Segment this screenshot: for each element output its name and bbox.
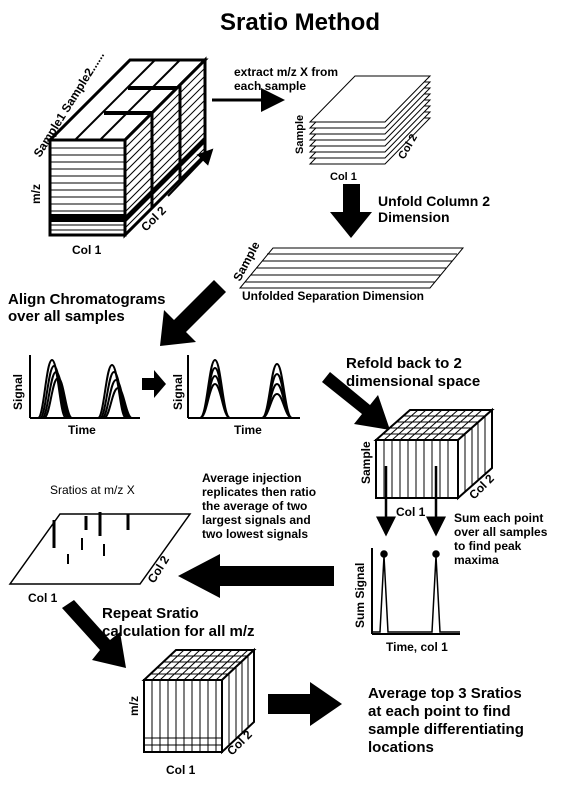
main-data-cube	[46, 56, 209, 239]
repeat-text-2: calculation for all m/z	[102, 623, 255, 640]
unfold-text-2: Dimension	[378, 209, 450, 225]
align-text-2: over all samples	[8, 308, 125, 325]
final-arrow	[268, 682, 342, 726]
sum-text-1: Sum each point	[454, 511, 543, 525]
final-text-2: at each point to find	[368, 703, 511, 720]
final-text-4: locations	[368, 739, 434, 756]
title: Sratio Method	[220, 9, 380, 36]
sum-text-2: over all samples	[454, 525, 548, 539]
sratio-arrow	[178, 554, 334, 598]
average-text-3: the average of two	[202, 499, 307, 513]
final-col1-label: Col 1	[166, 763, 196, 777]
align-text-1: Align Chromatograms	[8, 291, 166, 308]
extract-text-2: each sample	[234, 79, 306, 93]
unfold-arrow	[330, 184, 372, 238]
final-mz-label: m/z	[127, 696, 141, 716]
stack-sample-label: Sample	[294, 115, 306, 154]
refold-sample-label: Sample	[359, 441, 373, 484]
average-text-1: Average injection	[202, 471, 302, 485]
sum-xlabel: Time, col 1	[386, 640, 448, 654]
repeat-arrow	[62, 600, 126, 668]
repeat-text-1: Repeat Sratio	[102, 605, 199, 622]
refolded-cube	[373, 407, 495, 501]
unfolded-plane	[238, 247, 465, 289]
align-arrow	[160, 280, 226, 346]
chrom2-ylabel: Signal	[171, 374, 185, 410]
average-text-4: largest signals and	[202, 513, 311, 527]
average-text-2: replicates then ratio	[202, 485, 316, 499]
sum-signal-plot	[371, 548, 460, 635]
sum-text-3: to find peak	[454, 539, 522, 553]
chromatogram-unaligned	[29, 355, 140, 419]
sum-text-4: maxima	[454, 553, 499, 567]
col1-label: Col 1	[72, 243, 102, 257]
front-face-lines	[50, 147, 125, 231]
right-face-lines	[124, 67, 206, 229]
stack-col1-label: Col 1	[330, 171, 357, 183]
unfolded-axis-label: Unfolded Separation Dimension	[242, 289, 424, 303]
average-text-5: two lowest signals	[202, 527, 308, 541]
chrom1-xlabel: Time	[68, 423, 96, 437]
sratios-title: Sratios at m/z X	[50, 483, 135, 497]
chrom1-ylabel: Signal	[11, 374, 25, 410]
col2-arrow	[167, 148, 214, 197]
unfolded-sample-label: Sample	[230, 239, 263, 284]
sratio-col1-label: Col 1	[28, 591, 58, 605]
refold-text-1: Refold back to 2	[346, 355, 462, 372]
refold-col1-label: Col 1	[396, 505, 426, 519]
mz-label: m/z	[29, 184, 43, 204]
chrom-arrow	[142, 370, 166, 398]
sum-ylabel: Sum Signal	[353, 563, 367, 628]
extract-text-1: extract m/z X from	[234, 65, 338, 79]
chrom2-xlabel: Time	[234, 423, 262, 437]
chromatogram-aligned	[187, 355, 300, 419]
final-text-1: Average top 3 Sratios	[368, 685, 522, 702]
final-cube	[141, 647, 257, 755]
sratio-plane	[8, 512, 192, 585]
extracted-slab-stack	[308, 75, 432, 165]
unfold-text-1: Unfold Column 2	[378, 193, 490, 209]
refold-arrow	[322, 372, 390, 430]
refold-text-2: dimensional space	[346, 373, 480, 390]
final-text-3: sample differentiating	[368, 721, 524, 738]
